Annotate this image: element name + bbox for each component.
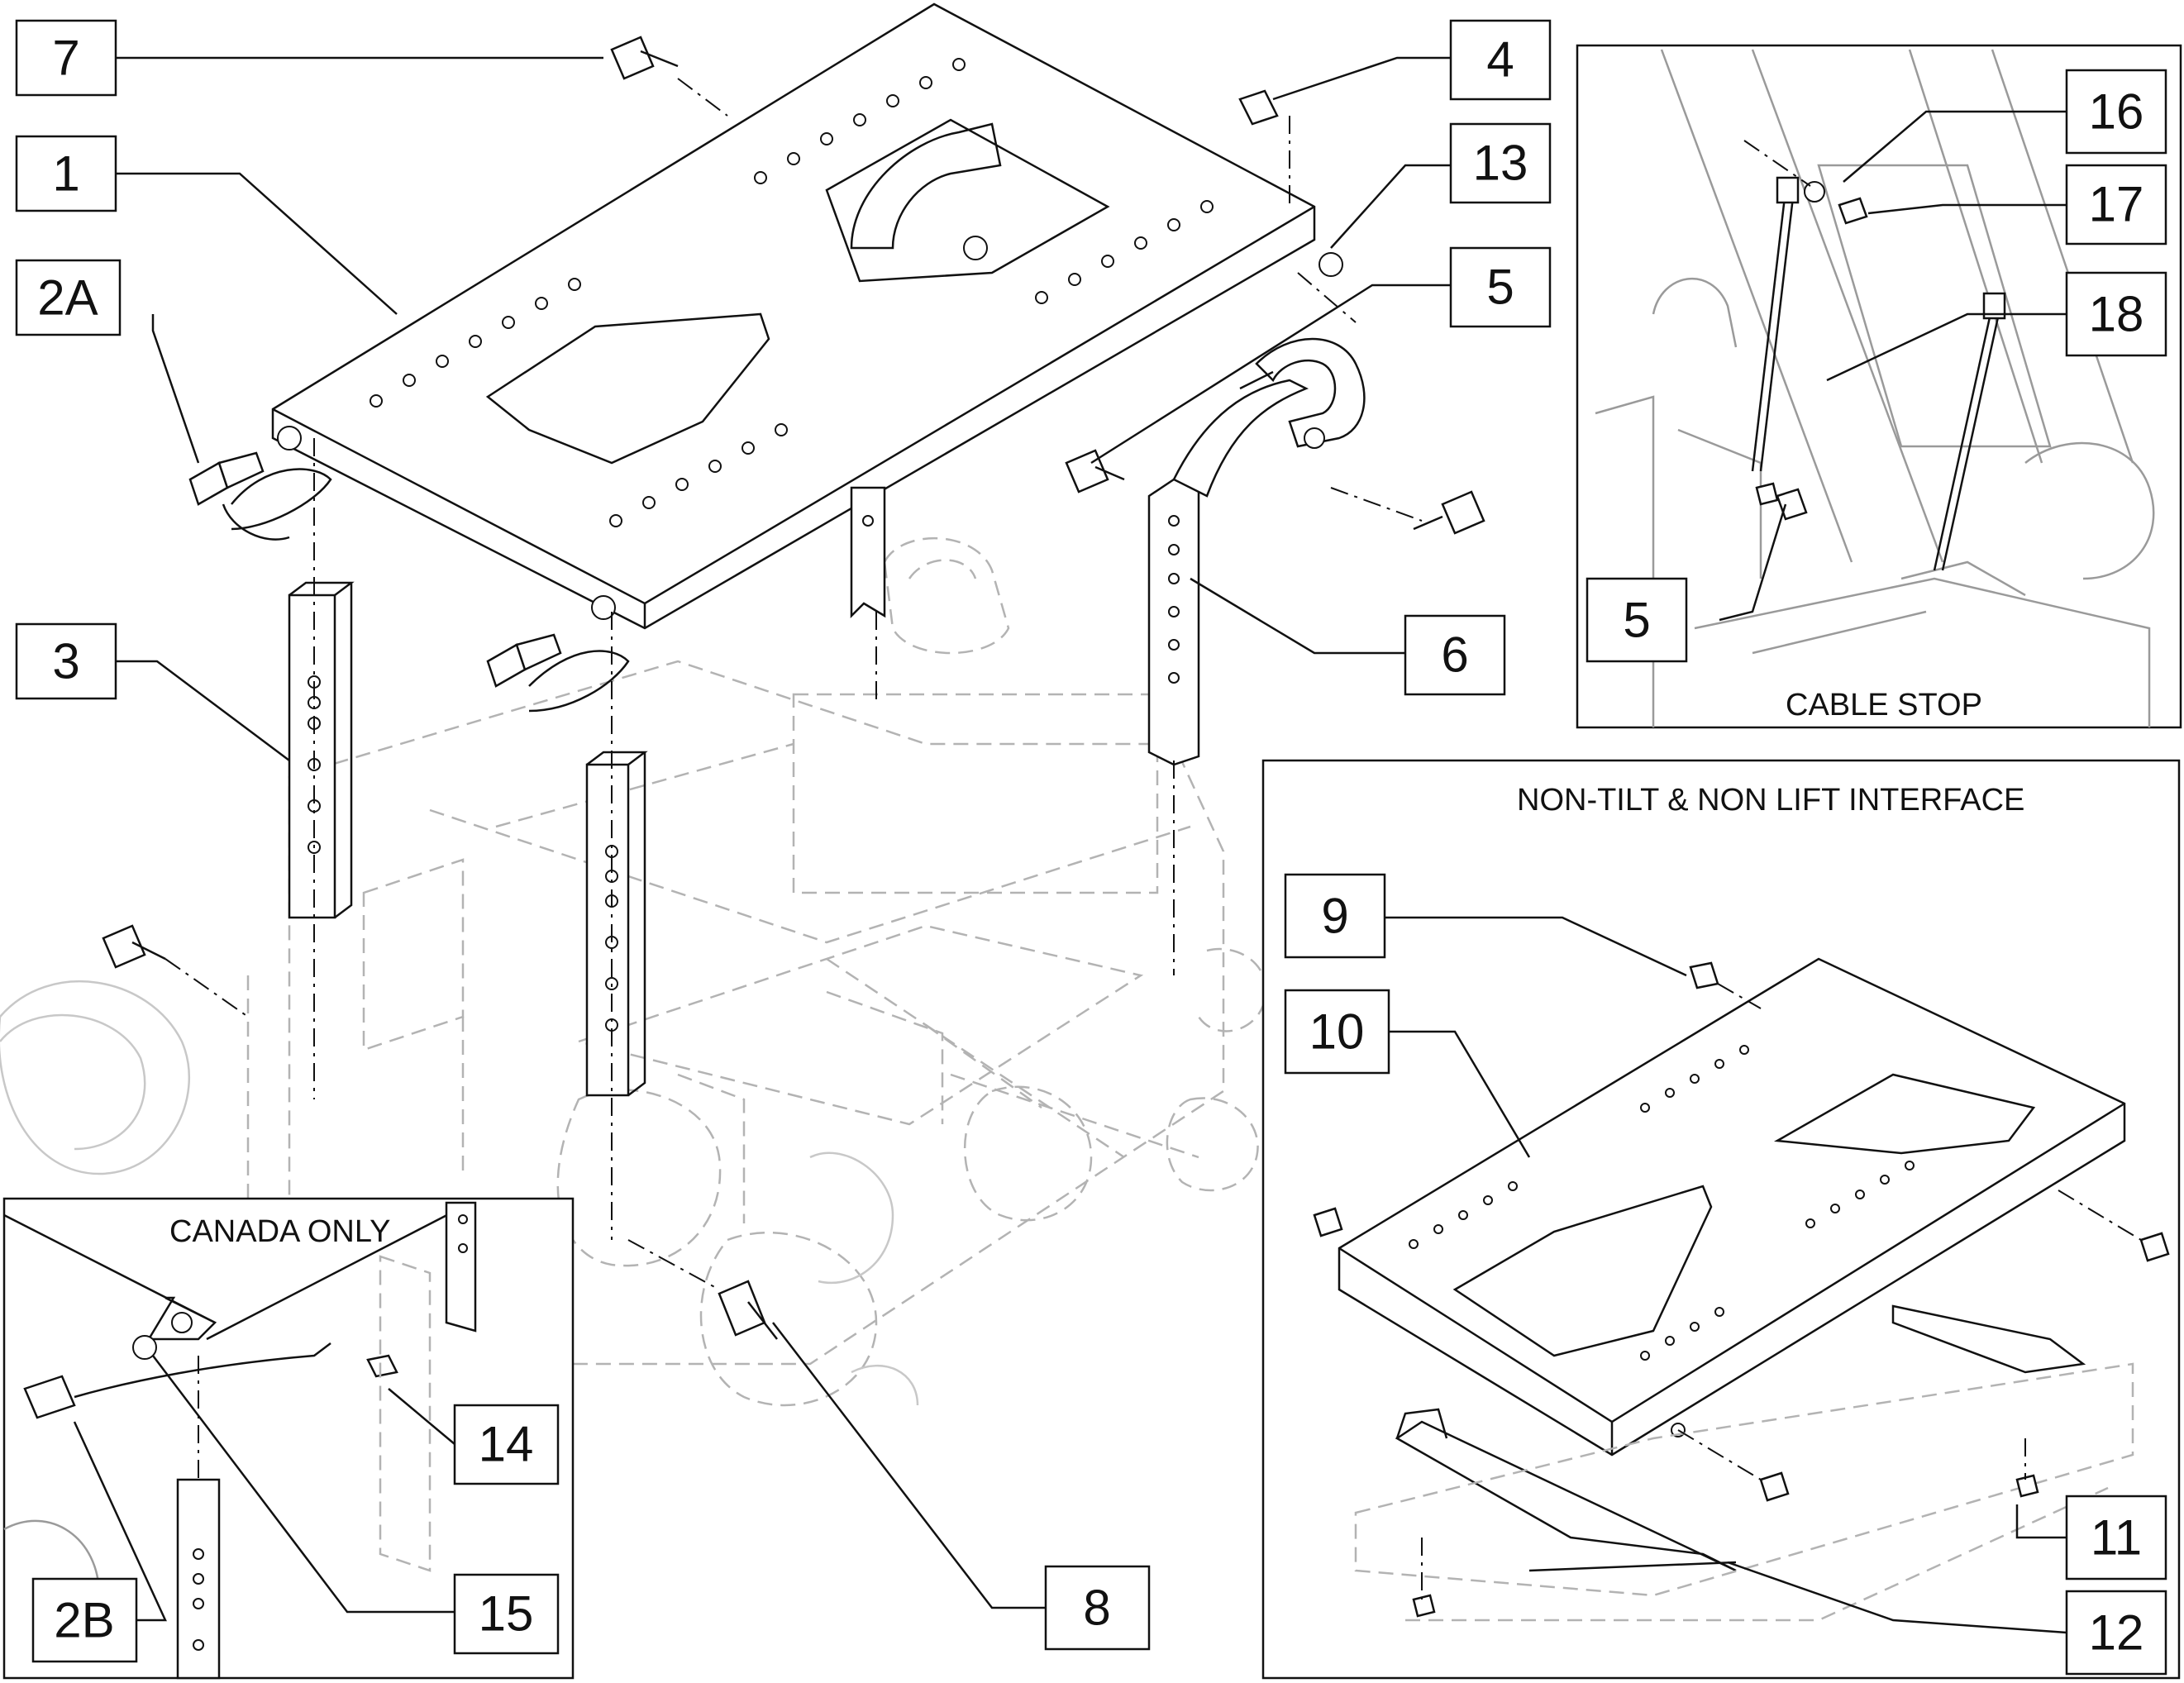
hardware-bolts	[102, 36, 1485, 1340]
callout-7: 7	[15, 19, 117, 97]
callout-18: 18	[2065, 271, 2167, 357]
svg-text:7: 7	[52, 31, 79, 86]
svg-text:10: 10	[1309, 1004, 1365, 1060]
callout-2b: 2B	[31, 1577, 138, 1663]
svg-text:6: 6	[1441, 627, 1468, 683]
inset-cable-stop-label: CABLE STOP	[1786, 688, 1982, 722]
svg-text:9: 9	[1321, 889, 1348, 944]
callout-17: 17	[2065, 164, 2167, 246]
side-bracket	[1147, 337, 1366, 766]
callout-8: 8	[1044, 1565, 1151, 1651]
callout-11: 11	[2065, 1495, 2167, 1580]
quick-release-pin-2a	[188, 451, 332, 541]
callout-16: 16	[2065, 69, 2167, 155]
svg-text:15: 15	[479, 1586, 534, 1642]
svg-text:4: 4	[1486, 32, 1514, 88]
plate-hole-row	[370, 58, 1214, 527]
interface-hole-grid	[1409, 1045, 1915, 1361]
quick-release-pin-lower	[486, 633, 630, 713]
seat-post-left	[288, 581, 355, 919]
svg-text:16: 16	[2089, 84, 2144, 140]
assembly-center-lines	[165, 78, 1423, 1290]
svg-text:11: 11	[2091, 1510, 2142, 1566]
seat-post-rear	[850, 486, 886, 619]
svg-text:3: 3	[52, 634, 79, 689]
callout-13: 13	[1449, 122, 1552, 204]
callout-1: 1	[15, 135, 117, 212]
callout-10: 10	[1284, 989, 1390, 1075]
svg-text:2A: 2A	[37, 270, 98, 326]
callout-15: 15	[453, 1573, 560, 1655]
svg-text:14: 14	[479, 1417, 534, 1472]
svg-text:12: 12	[2089, 1605, 2144, 1661]
callout-14: 14	[453, 1404, 560, 1485]
callout-leader-lines	[73, 56, 2067, 1634]
svg-text:5: 5	[1486, 260, 1514, 315]
seat-post-center	[585, 751, 648, 1097]
callout-5-inset: 5	[1586, 577, 1688, 663]
svg-text:1: 1	[52, 146, 79, 202]
callout-4: 4	[1449, 19, 1552, 101]
seat-pan-plate	[271, 2, 1316, 630]
svg-text:18: 18	[2089, 287, 2144, 342]
callout-3: 3	[15, 622, 117, 700]
svg-text:8: 8	[1083, 1580, 1110, 1636]
callout-6: 6	[1404, 614, 1506, 696]
callout-2a: 2A	[15, 259, 122, 336]
svg-text:5: 5	[1623, 593, 1650, 648]
svg-text:2B: 2B	[54, 1593, 114, 1648]
svg-text:13: 13	[1473, 136, 1528, 191]
inset-non-tilt-label: NON-TILT & NON LIFT INTERFACE	[1517, 783, 2024, 818]
callout-5: 5	[1449, 246, 1552, 328]
callout-12: 12	[2065, 1590, 2167, 1676]
callout-9: 9	[1284, 873, 1386, 959]
inset-canada-label: CANADA ONLY	[169, 1214, 390, 1249]
svg-text:17: 17	[2089, 177, 2144, 232]
inset-non-tilt-interface: NON-TILT & NON LIFT INTERFACE	[1261, 759, 2181, 1680]
